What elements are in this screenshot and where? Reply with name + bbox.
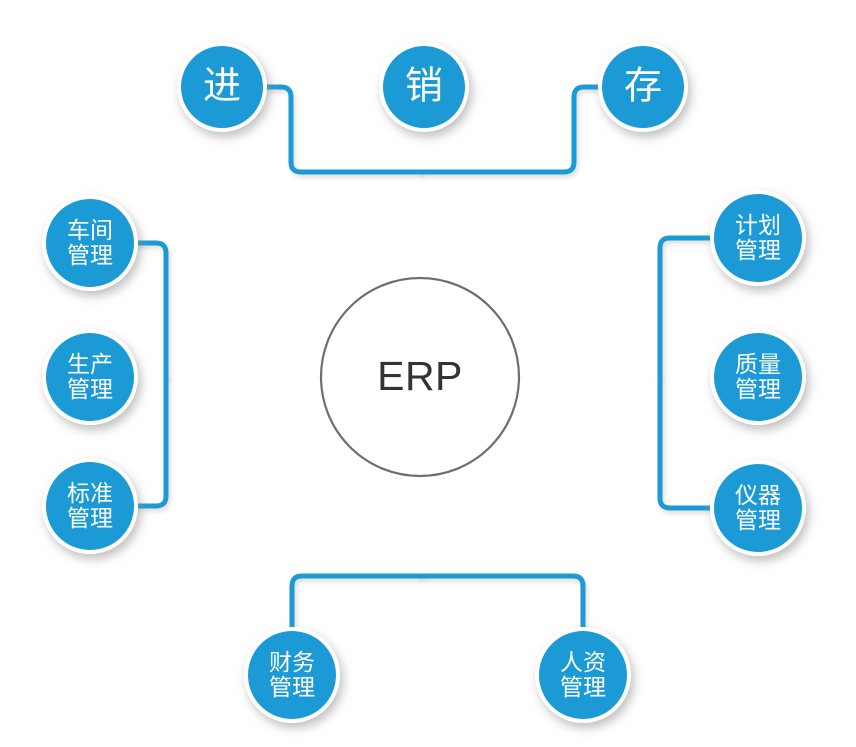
connector-right-jihua bbox=[657, 235, 717, 380]
node-label-xiao: 销 bbox=[405, 64, 443, 108]
node-label-yiqi-line1: 仪器 bbox=[735, 483, 781, 509]
node-label-zhiliang-line1: 质量 bbox=[735, 352, 781, 378]
center-label: ERP bbox=[377, 353, 463, 399]
connector-bottom-caiwu bbox=[289, 573, 423, 634]
node-label-zhiliang-line2: 管理 bbox=[735, 377, 781, 403]
connector-right-yiqi bbox=[657, 374, 717, 511]
node-label-chejian-line1: 车间 bbox=[67, 218, 113, 244]
connector-bottom-renzi bbox=[417, 573, 586, 634]
node-label-jihua-line2: 管理 bbox=[735, 238, 781, 264]
node-label-caiwu-line1: 财务 bbox=[269, 650, 315, 676]
node-label-jihua-line1: 计划 bbox=[735, 213, 781, 239]
node-label-cun: 存 bbox=[624, 64, 662, 108]
node-label-renzi-line2: 管理 bbox=[560, 675, 606, 701]
node-circle-yiqi bbox=[714, 464, 802, 552]
node-label-biaozhun-line1: 标准 bbox=[67, 481, 113, 507]
node-label-jin: 进 bbox=[203, 64, 241, 108]
node-circle-xiao bbox=[383, 46, 465, 128]
node-circle-jihua bbox=[714, 194, 802, 282]
node-label-renzi-line1: 人资 bbox=[560, 650, 606, 676]
connector-left-chejian bbox=[131, 240, 169, 380]
node-label-shengchan-line1: 生产 bbox=[67, 352, 113, 378]
node-label-shengchan-line2: 管理 bbox=[67, 377, 113, 403]
nodes-layer: 进销存车间管理生产管理标准管理计划管理质量管理仪器管理财务管理人资管理 bbox=[42, 42, 806, 723]
node-circle-shengchan bbox=[46, 333, 134, 421]
node-circle-jin bbox=[181, 46, 263, 128]
node-circle-zhiliang bbox=[714, 333, 802, 421]
connector-top-jin bbox=[260, 84, 423, 175]
node-circle-renzi bbox=[539, 631, 627, 719]
center-node-erp[interactable]: ERP bbox=[319, 276, 521, 478]
center-circle bbox=[319, 276, 521, 478]
connector-top-cun bbox=[417, 84, 605, 175]
node-label-chejian-line2: 管理 bbox=[67, 243, 113, 269]
node-circle-biaozhun bbox=[46, 462, 134, 550]
node-cun[interactable]: 存 bbox=[598, 42, 688, 132]
node-label-yiqi-line2: 管理 bbox=[735, 508, 781, 534]
connectors-layer bbox=[131, 84, 717, 634]
node-jin[interactable]: 进 bbox=[177, 42, 267, 132]
node-label-biaozhun-line2: 管理 bbox=[67, 506, 113, 532]
node-circle-cun bbox=[602, 46, 684, 128]
center-node-layer: ERP bbox=[319, 276, 521, 478]
connector-left-biaozhun bbox=[131, 374, 169, 509]
node-label-caiwu-line2: 管理 bbox=[269, 675, 315, 701]
node-circle-caiwu bbox=[248, 631, 336, 719]
node-circle-chejian bbox=[46, 199, 134, 287]
node-xiao[interactable]: 销 bbox=[379, 42, 469, 132]
